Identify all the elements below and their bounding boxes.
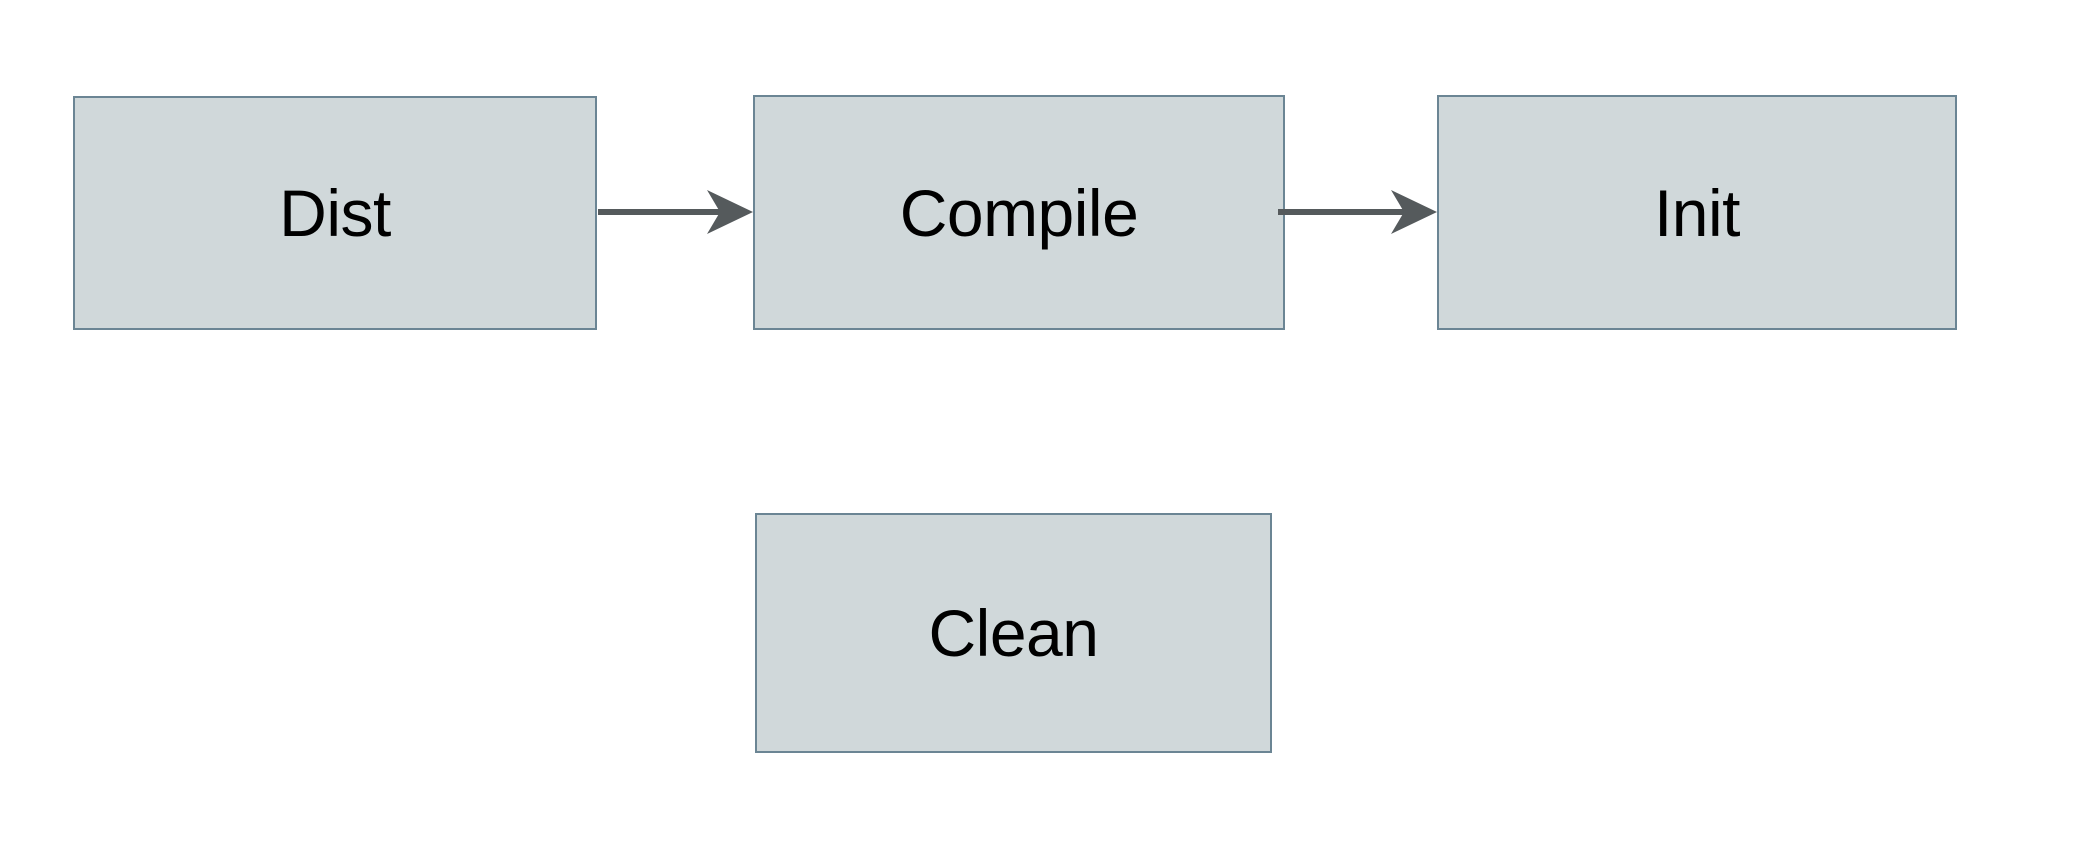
edge-dist-to-compile[interactable] xyxy=(598,182,753,242)
edge-compile-to-init[interactable] xyxy=(1278,182,1437,242)
node-clean[interactable]: Clean xyxy=(755,513,1272,753)
node-compile[interactable]: Compile xyxy=(753,95,1285,330)
arrow-icon xyxy=(598,190,753,234)
node-dist[interactable]: Dist xyxy=(73,96,597,330)
node-label-dist: Dist xyxy=(279,176,391,250)
arrow-icon xyxy=(1278,190,1437,234)
node-label-init: Init xyxy=(1653,175,1741,250)
node-init[interactable]: Init xyxy=(1437,95,1957,330)
node-label-clean: Clean xyxy=(928,596,1099,670)
node-label-compile: Compile xyxy=(899,175,1139,250)
